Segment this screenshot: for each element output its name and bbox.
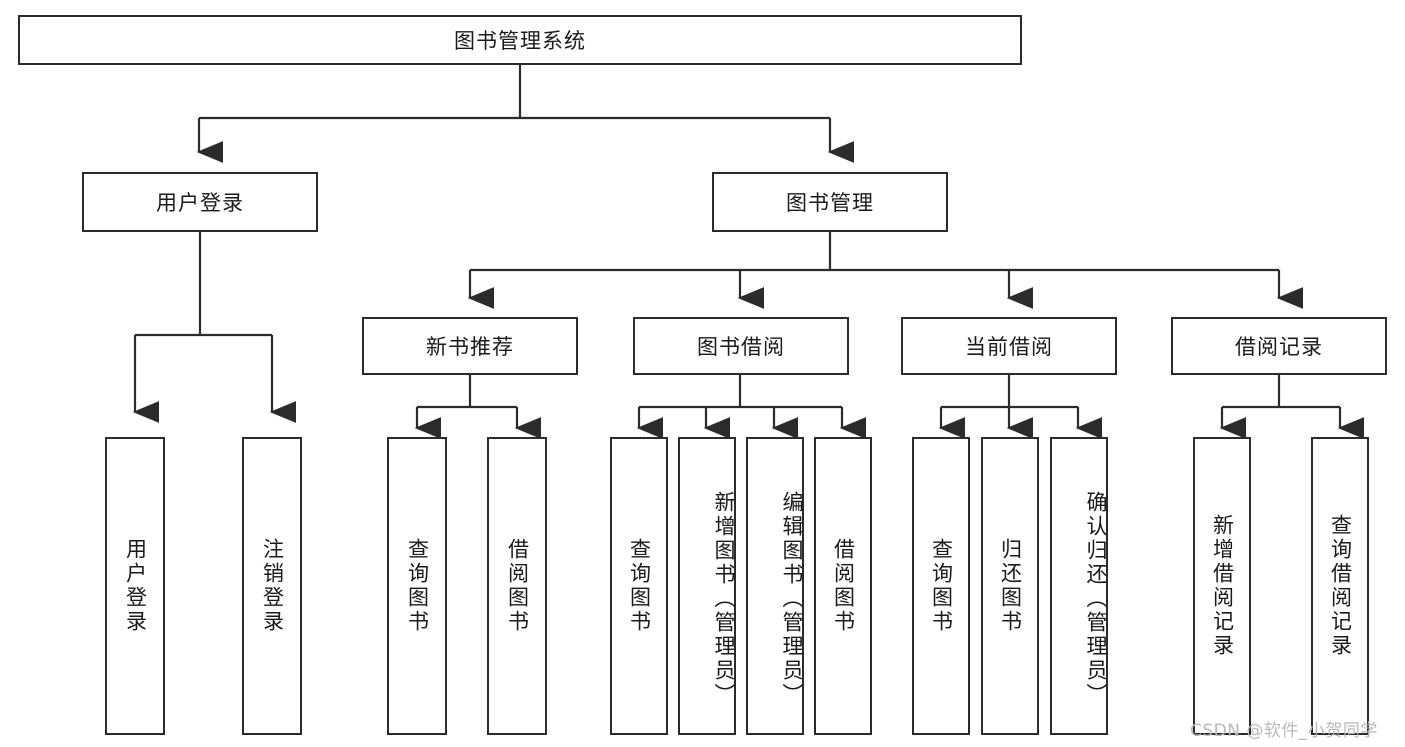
node-label: 当前借阅: [965, 335, 1053, 359]
node-label: 确认归还（管理员）: [1084, 491, 1108, 707]
node-label: 查询图书: [929, 538, 954, 634]
node-label: 注销登录: [260, 538, 285, 634]
node-borrow-record[interactable]: 借阅记录: [1171, 317, 1387, 375]
node-book-borrow[interactable]: 图书借阅: [633, 317, 849, 375]
node-new-book-recommend[interactable]: 新书推荐: [362, 317, 578, 375]
leaf-borrow-record-query-record[interactable]: 查询借阅记录: [1311, 437, 1369, 735]
node-label: 借阅图书: [831, 538, 856, 634]
node-label: 新增借阅记录: [1210, 514, 1235, 658]
leaf-book-borrow-add-book-admin[interactable]: 新增图书（管理员）: [678, 437, 736, 735]
node-label: 编辑图书（管理员）: [780, 491, 804, 707]
leaf-borrow-record-add-record[interactable]: 新增借阅记录: [1193, 437, 1251, 735]
node-book-management[interactable]: 图书管理: [712, 172, 948, 232]
leaf-new-book-borrow-book[interactable]: 借阅图书: [487, 437, 547, 735]
node-label: 新增图书（管理员）: [712, 491, 736, 707]
leaf-book-borrow-borrow-book[interactable]: 借阅图书: [814, 437, 872, 735]
node-label: 借阅图书: [505, 538, 530, 634]
leaf-user-login-logout[interactable]: 注销登录: [242, 437, 302, 735]
leaf-current-borrow-query-book[interactable]: 查询图书: [912, 437, 970, 735]
node-label: 用户登录: [156, 191, 244, 215]
node-label: 借阅记录: [1235, 335, 1323, 359]
node-label: 归还图书: [998, 538, 1023, 634]
leaf-book-borrow-edit-book-admin[interactable]: 编辑图书（管理员）: [746, 437, 804, 735]
leaf-new-book-query-book[interactable]: 查询图书: [387, 437, 447, 735]
leaf-book-borrow-query-book[interactable]: 查询图书: [610, 437, 668, 735]
leaf-current-borrow-return-book[interactable]: 归还图书: [981, 437, 1039, 735]
node-current-borrow[interactable]: 当前借阅: [901, 317, 1117, 375]
node-user-login[interactable]: 用户登录: [82, 172, 318, 232]
node-root-book-management-system[interactable]: 图书管理系统: [18, 15, 1022, 65]
node-label: 图书管理: [786, 191, 874, 215]
node-label: 图书借阅: [697, 335, 785, 359]
leaf-current-borrow-confirm-return-admin[interactable]: 确认归还（管理员）: [1050, 437, 1108, 735]
node-label: 新书推荐: [426, 335, 514, 359]
node-label: 查询借阅记录: [1328, 514, 1353, 658]
watermark: CSDN @软件_小贺同学: [1190, 721, 1378, 741]
node-label: 图书管理系统: [454, 29, 586, 53]
node-label: 查询图书: [405, 538, 430, 634]
node-label: 用户登录: [123, 538, 148, 634]
node-label: 查询图书: [627, 538, 652, 634]
leaf-user-login-login[interactable]: 用户登录: [105, 437, 165, 735]
